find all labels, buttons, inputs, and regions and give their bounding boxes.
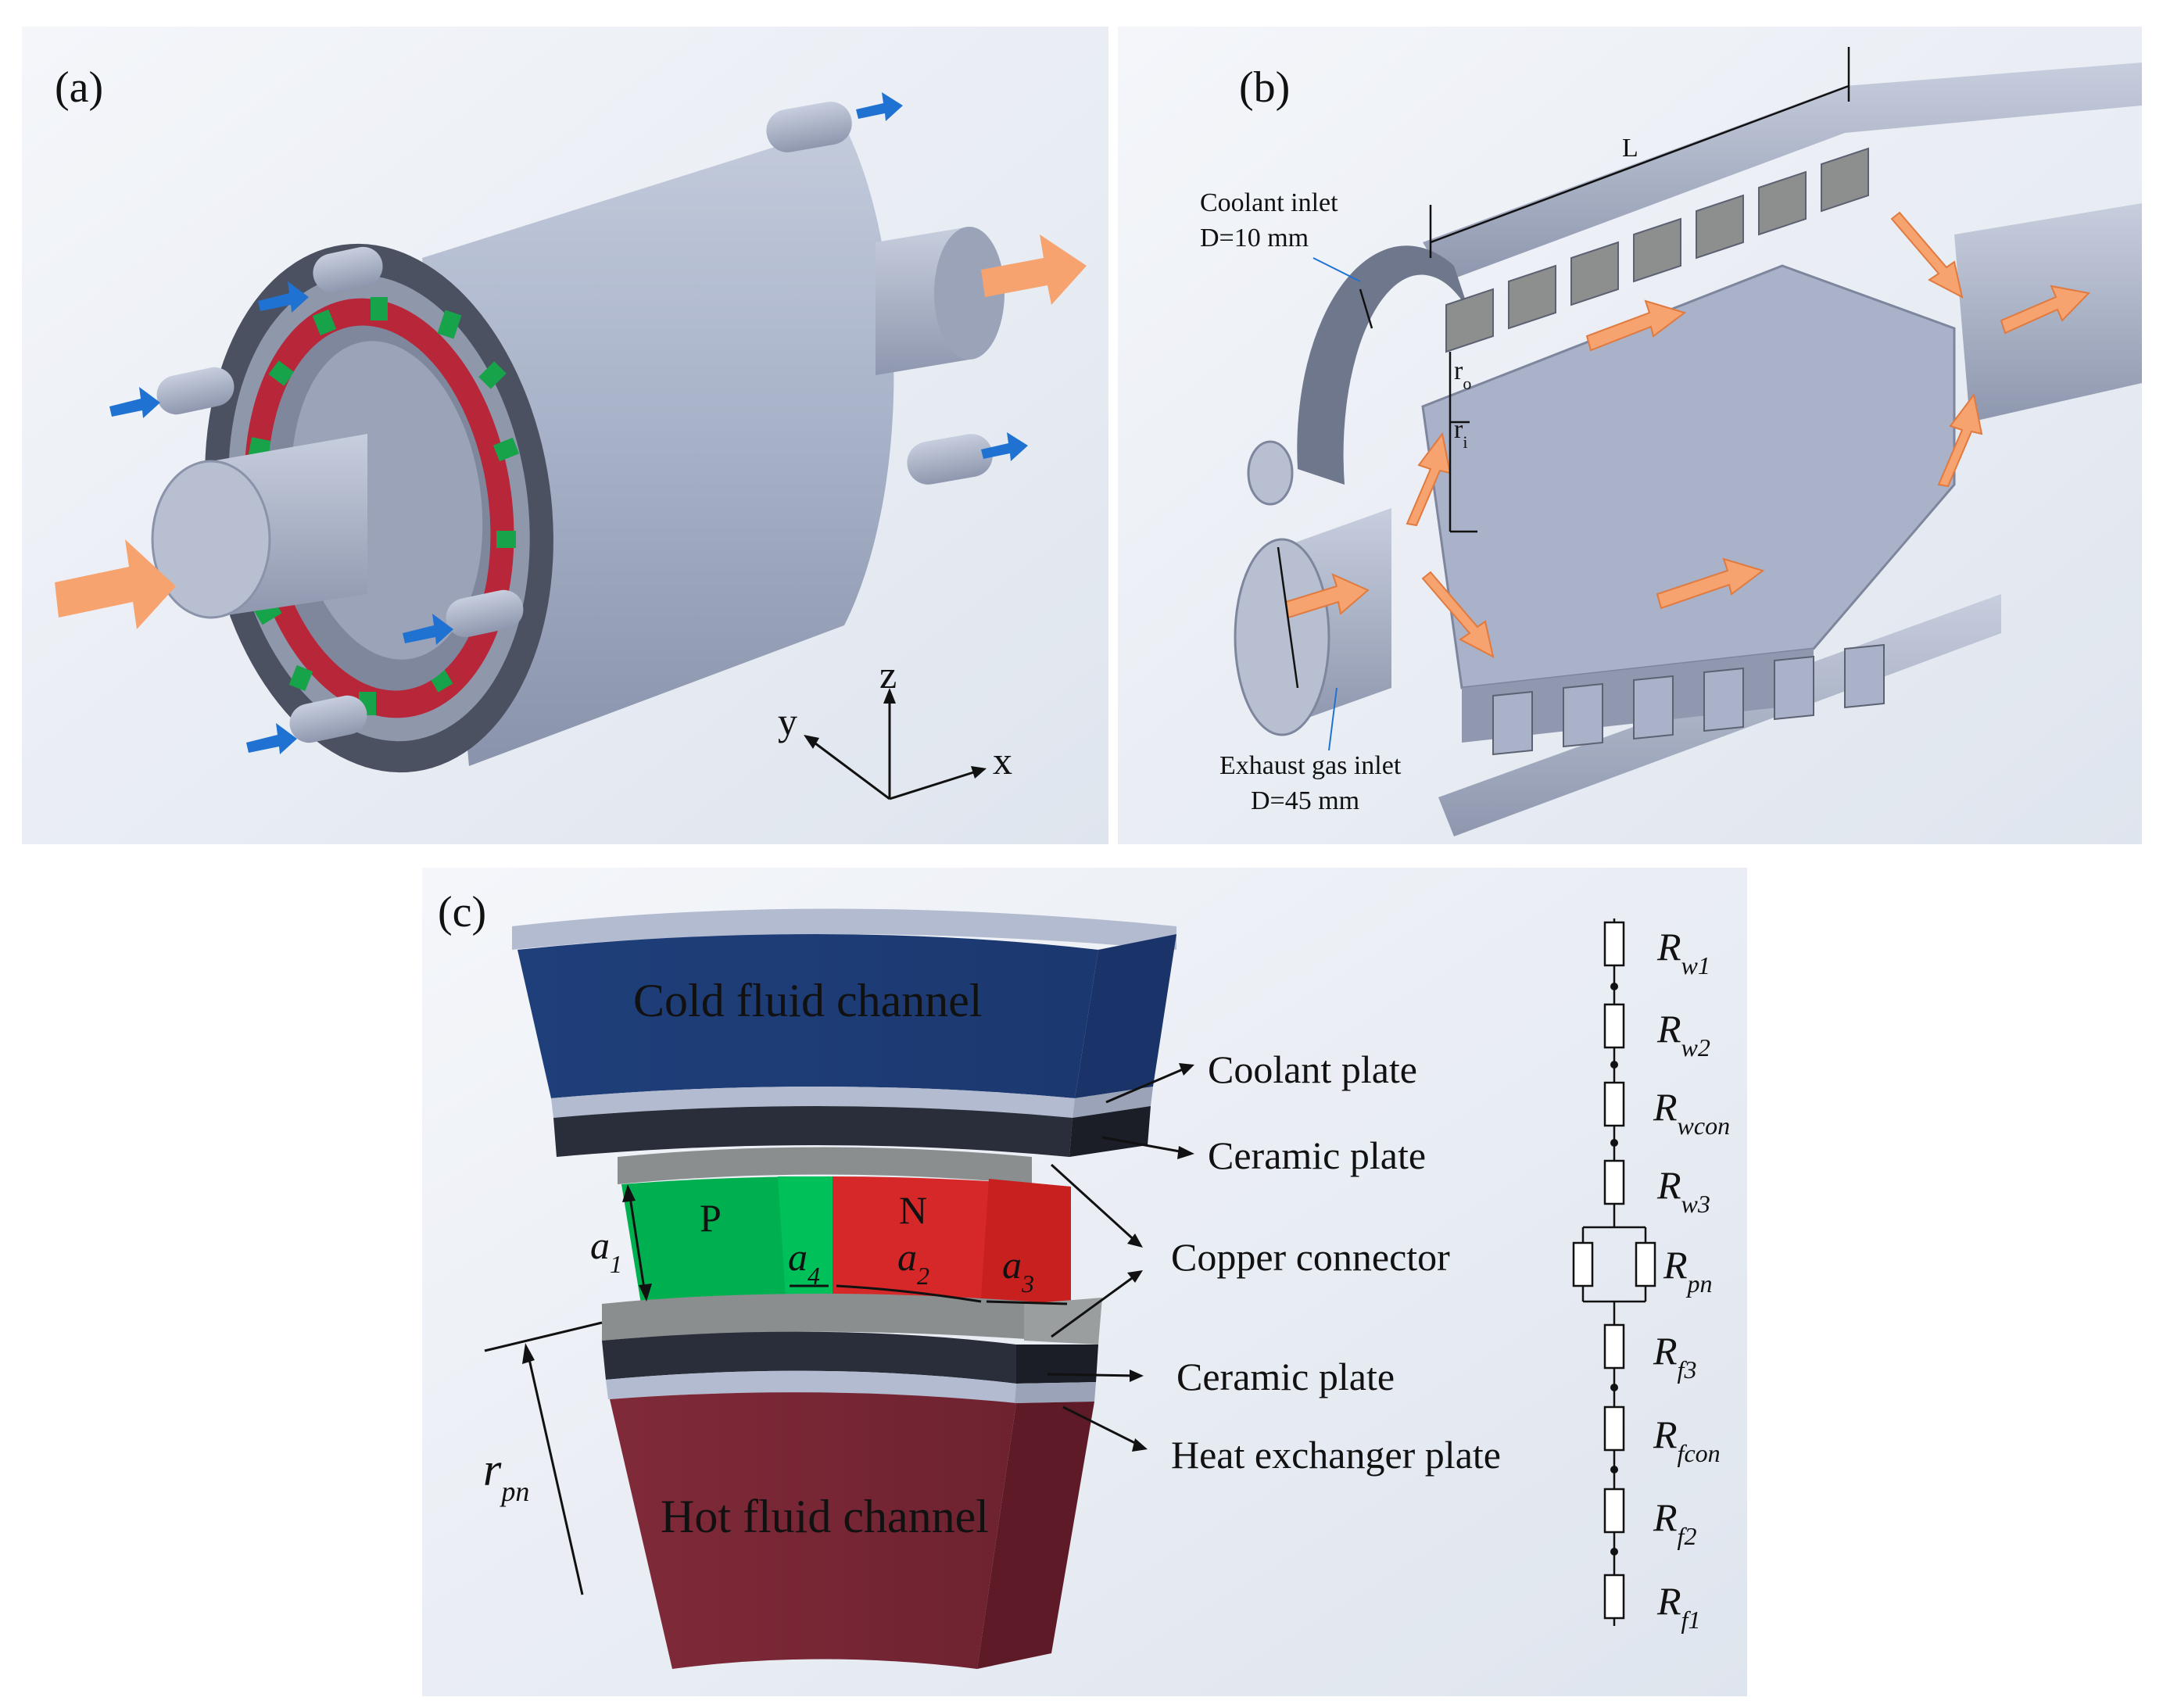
hot-fluid-channel-label: Hot fluid channel [661, 1491, 989, 1542]
rwcon-label: Rwcon [1653, 1085, 1730, 1140]
panel-a-label: (a) [55, 63, 103, 112]
copper-connector-bottom-side [1024, 1298, 1102, 1345]
panel-c-label: (c) [438, 888, 486, 936]
ceramic-plate-bottom-callout: Ceramic plate [1176, 1355, 1395, 1398]
rw3-label: Rw3 [1656, 1163, 1710, 1218]
panel-b: (b) [1118, 27, 2142, 844]
coolant-flow-arrows [109, 92, 1028, 754]
r-o-label: ro [1454, 356, 1471, 393]
callout-arrowheads [1127, 1063, 1194, 1452]
panel-b-exhaust-inlet-end [1234, 538, 1330, 736]
network-nodes [1610, 983, 1618, 1556]
rpn-resistor-label: Rpn [1663, 1243, 1713, 1298]
teg-modules-bottom [1492, 643, 1885, 756]
resistor-rwcon [1603, 1081, 1625, 1127]
heat-exchanger-plate-side [1015, 1382, 1096, 1403]
a1-label: a1 [590, 1223, 622, 1278]
resistor-rw2 [1603, 1003, 1625, 1049]
axis-z-label: z [879, 653, 897, 696]
cold-fluid-channel [517, 934, 1098, 1098]
cold-channel-top-cap [512, 908, 1176, 950]
axis-x-label: x [993, 739, 1012, 782]
dimension-L [1429, 47, 1850, 258]
copper-connector-top [618, 1147, 1032, 1184]
copper-connector-callout: Copper connector [1171, 1235, 1450, 1279]
resistor-rw1 [1603, 921, 1625, 967]
rw2-label: Rw2 [1656, 1007, 1710, 1062]
exhaust-outlet-pipe-end [934, 227, 1005, 360]
hot-fluid-channel [610, 1392, 1016, 1669]
resistor-rw3 [1603, 1159, 1625, 1205]
coolant-inlet-pipes [156, 246, 524, 743]
axis-arrowheads [804, 688, 987, 779]
hot-channel-side-face [977, 1402, 1094, 1669]
copper-connector-bottom [602, 1293, 1098, 1345]
coolant-outlet-pipes [766, 102, 993, 485]
callout-leaders [1312, 257, 1361, 751]
heat-exchanger-plate-callout: Heat exchanger plate [1171, 1433, 1501, 1477]
resistor-rf2 [1603, 1488, 1625, 1534]
axis-y-label: y [778, 700, 797, 743]
front-shell-ring [1297, 245, 1470, 485]
resistor-rpn-left [1572, 1241, 1594, 1287]
ceramic-plate-top-callout: Ceramic plate [1208, 1133, 1426, 1177]
exhaust-in-arrow [55, 539, 176, 629]
a4-label: a4 [788, 1235, 820, 1290]
leg-dimension-arrowheads [522, 1184, 652, 1364]
a2-label: a2 [897, 1235, 929, 1290]
coolant-inlet-label: Coolant inlet [1200, 188, 1338, 217]
rpn-label: rpn [483, 1444, 529, 1507]
n-leg-label: N [899, 1188, 927, 1232]
teg-modules-top [1445, 147, 1869, 353]
panel-b-label: (b) [1239, 63, 1290, 112]
rw1-label: Rw1 [1656, 925, 1710, 979]
p-type-leg [621, 1176, 833, 1304]
outer-shell-top [1423, 63, 2142, 281]
panel-b-coolant-inlet-pipe [1247, 440, 1294, 506]
resistor-rpn-right [1635, 1241, 1656, 1287]
n-type-leg-side [981, 1179, 1071, 1305]
resistor-rf1 [1603, 1574, 1625, 1620]
coolant-inlet-diameter: D=10 mm [1200, 224, 1309, 252]
cold-channel-side-face [1075, 934, 1176, 1098]
ceramic-plate-top-side [1069, 1106, 1151, 1157]
exhaust-inlet-label: Exhaust gas inlet [1219, 751, 1402, 780]
ceramic-plate-bottom [602, 1331, 1016, 1384]
exhaust-inlet-diameter: D=45 mm [1251, 786, 1359, 815]
p-leg-label: P [700, 1196, 722, 1240]
coordinate-axes [808, 694, 982, 800]
exhaust-diameter-dimension [1277, 546, 1299, 689]
panel-b-flow-arrows [1284, 211, 2091, 658]
p-type-leg-side [778, 1176, 833, 1298]
panel-c: (c) Cold fluid channel P N [422, 868, 1747, 1696]
exhaust-out-arrow [981, 235, 1087, 305]
leg-dimension-lines [484, 1191, 1068, 1595]
coolant-plate [551, 1087, 1075, 1118]
panel-a: (a) [22, 27, 1108, 844]
r-i-label: ri [1454, 415, 1467, 452]
rf1-label: Rf1 [1656, 1579, 1700, 1634]
dimension-L-label: L [1622, 134, 1638, 163]
rfcon-label: Rfcon [1653, 1413, 1721, 1467]
callout-arrows [1047, 1065, 1189, 1448]
rf2-label: Rf2 [1653, 1495, 1696, 1550]
ceramic-plate-bottom-side [1016, 1345, 1098, 1384]
a3-label: a3 [1002, 1243, 1034, 1298]
ceramic-plate-top [553, 1106, 1073, 1157]
coolant-plate-side [1073, 1087, 1153, 1118]
thermal-resistance-network [1572, 918, 1656, 1626]
heat-exchanger-plate [606, 1370, 1016, 1403]
cold-fluid-channel-label: Cold fluid channel [633, 975, 983, 1026]
exhaust-inlet-pipe-end [151, 460, 271, 619]
coolant-plate-callout: Coolant plate [1208, 1047, 1417, 1091]
radius-markers [1359, 288, 1477, 533]
resistor-rf3 [1603, 1323, 1625, 1370]
resistor-rfcon [1603, 1405, 1625, 1452]
rf3-label: Rf3 [1653, 1329, 1696, 1384]
